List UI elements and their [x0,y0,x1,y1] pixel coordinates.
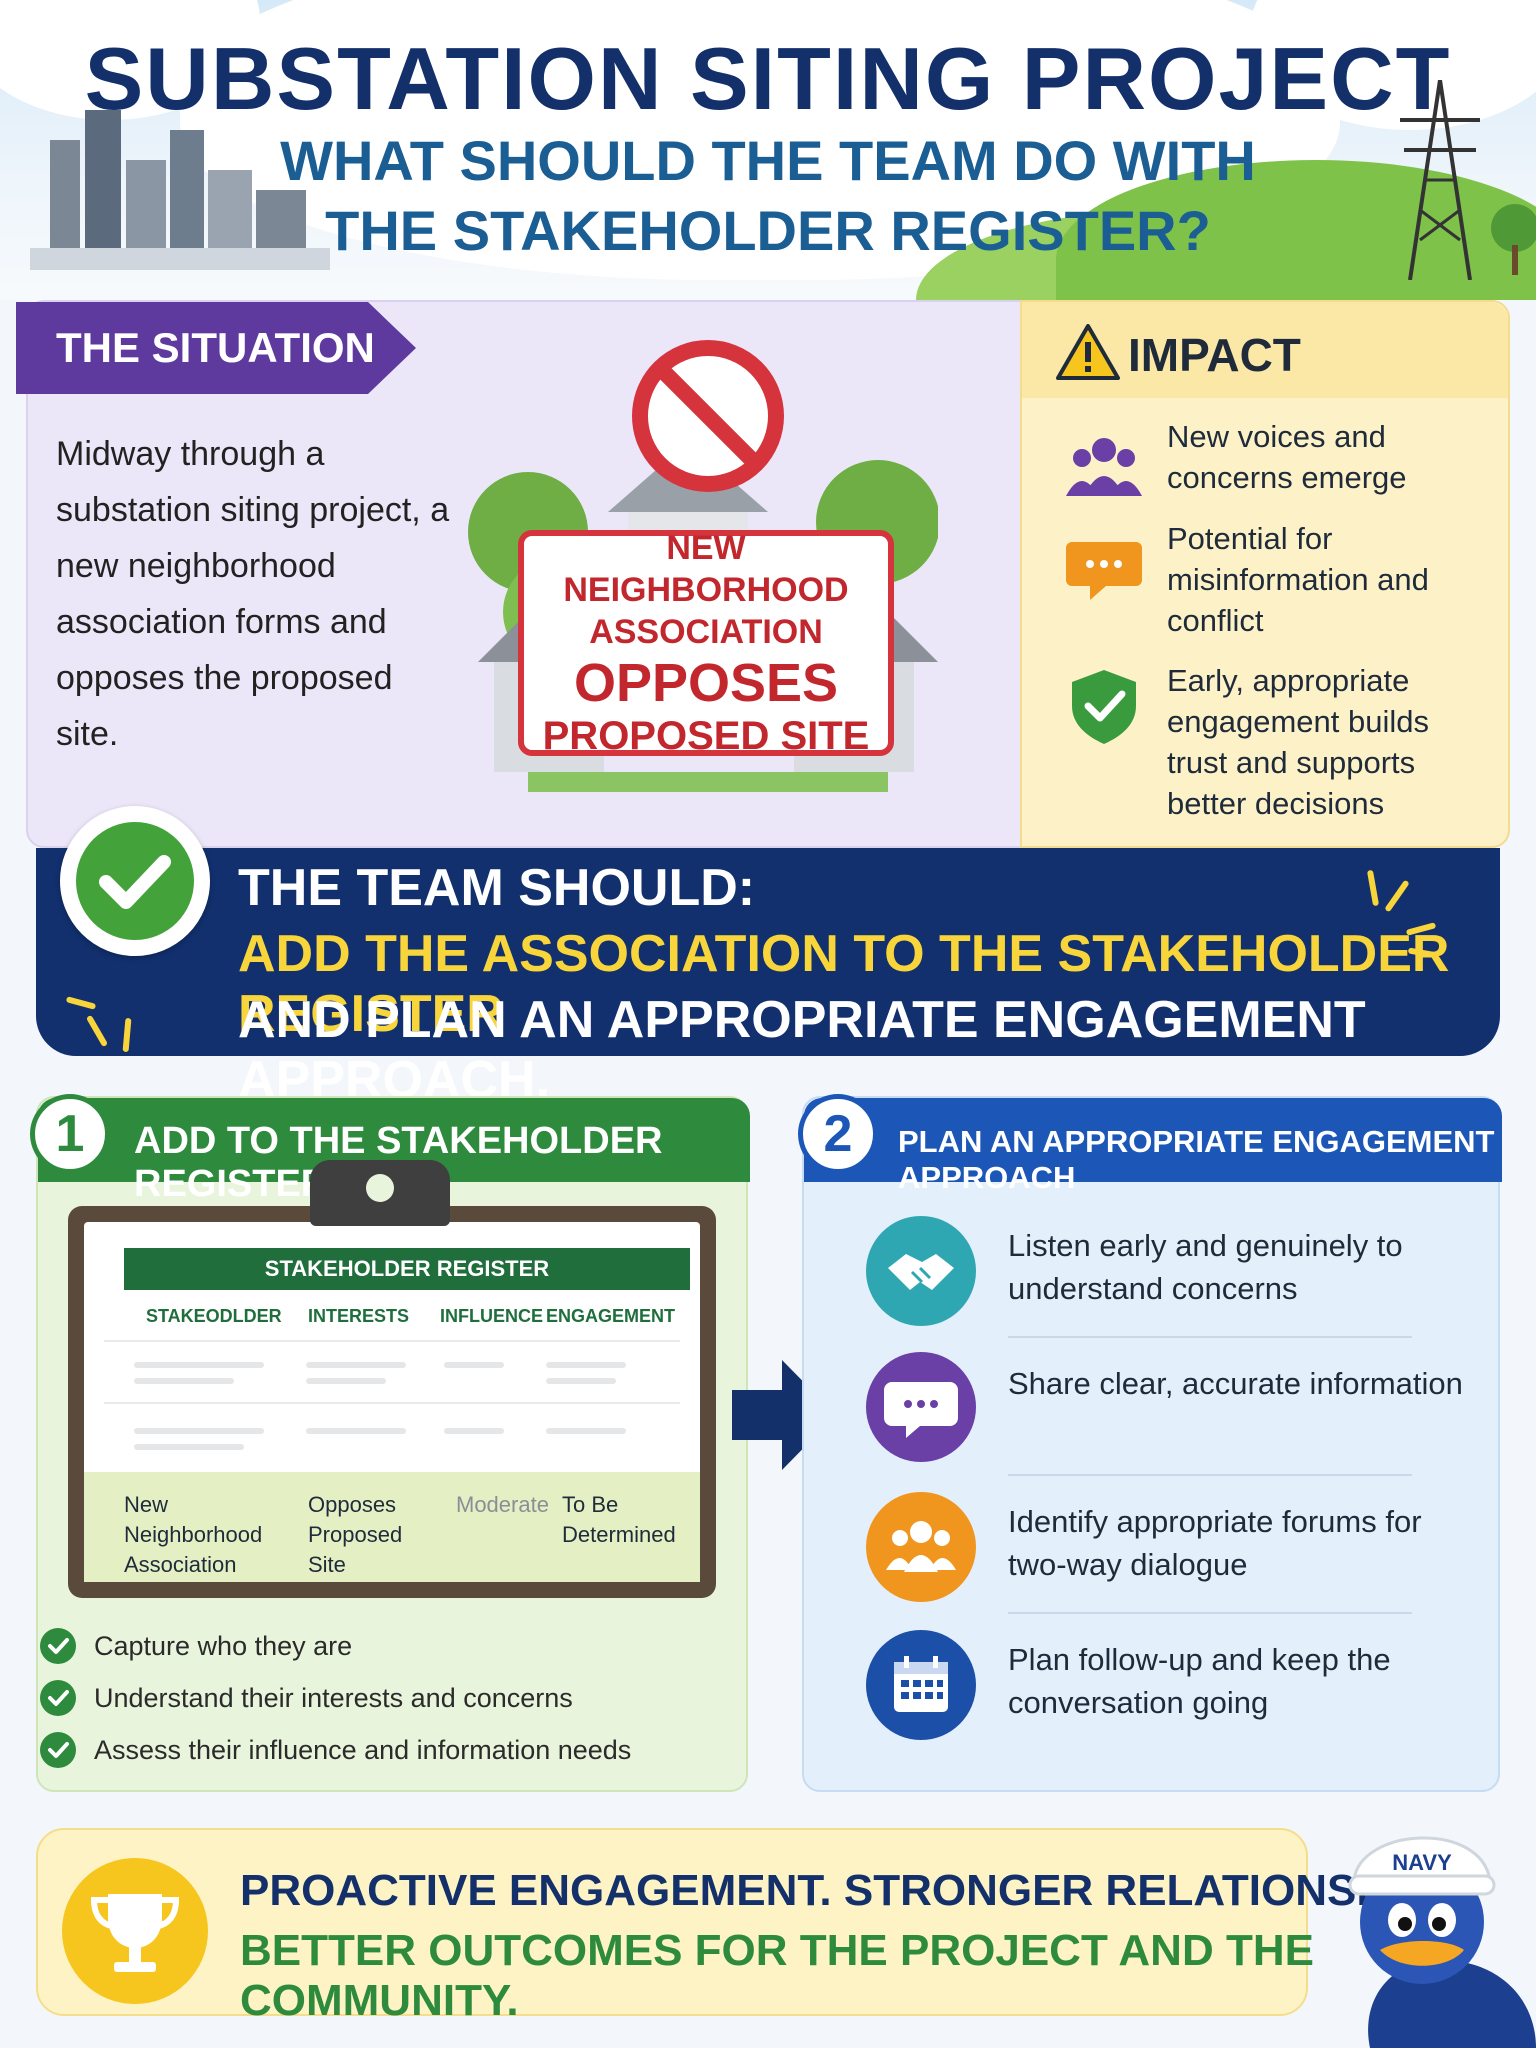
page-subtitle: WHAT SHOULD THE TEAM DO WITH THE STAKEHO… [280,129,1256,262]
handshake-icon [866,1216,976,1326]
trophy-icon [90,1894,180,1972]
footer-line-1: PROACTIVE ENGAGEMENT. STRONGER RELATIONS… [240,1866,1472,1915]
step2-number: 2 [798,1094,878,1174]
register-cell: Moderate [456,1492,549,1517]
check-circle-icon [40,1680,76,1716]
calendar-icon [866,1630,976,1740]
sign-line-1: NEW NEIGHBORHOOD [563,529,849,609]
footer-line-2: BETTER OUTCOMES FOR THE PROJECT AND THE … [240,1926,1314,2025]
impact-item: Potential for misinformation and conflic… [1167,521,1429,638]
impact-title: IMPACT [1128,329,1301,381]
check-item-label: Understand their interests and concerns [94,1683,573,1713]
step2-title: PLAN AN APPROPRIATE ENGAGEMENT APPROACH [898,1124,1495,1195]
situation-panel: THE SITUATION Midway through a substatio… [16,300,1026,848]
mascot-cap-text: NAVY [1392,1850,1452,1875]
sign-line-2: ASSOCIATION [589,613,823,651]
check-circle-icon [40,1628,76,1664]
clipboard: STAKEHOLDER REGISTER STAKEODLDER INTERES… [68,1206,716,1598]
clipboard-clip [310,1160,450,1226]
opposition-sign: NEW NEIGHBORHOOD ASSOCIATION OPPOSES PRO… [518,529,894,758]
register-cell: New Neighborhood Association [124,1492,263,1577]
chat-bubble-icon [866,1352,976,1462]
check-item: Understand their interests and concerns [40,1678,573,1718]
header: SUBSTATION SITING PROJECT WHAT SHOULD TH… [0,0,1536,300]
arrow-right-icon [732,1360,836,1470]
warning-icon [1056,324,1120,380]
tree-icon [1491,204,1536,275]
register-column: INTERESTS [308,1306,410,1326]
power-tower-illustration [1400,80,1480,280]
register-column: STAKEODLDER [146,1306,282,1326]
chat-bubble-icon [1066,542,1142,600]
check-item: Assess their influence and information n… [40,1730,632,1770]
check-circle-icon [40,1732,76,1768]
situation-tag: THE SITUATION [16,302,416,394]
register-paper: STAKEHOLDER REGISTER STAKEODLDER INTERES… [84,1222,700,1582]
team-line-2: ADD THE ASSOCIATION TO THE STAKEHOLDER R… [238,925,1450,1043]
impact-item: New voices and concerns emerge [1167,419,1407,495]
duck-mascot: NAVY [1348,1836,1536,2048]
step2-header [804,1098,1502,1182]
team-line-3: AND PLAN AN APPROPRIATE ENGAGEMENT APPRO… [238,991,1366,1109]
register-column: INFLUENCE [440,1306,543,1326]
step1-title: ADD TO THE STAKEHOLDER REGISTER [134,1120,663,1205]
group-icon [866,1492,976,1602]
register-column: ENGAGEMENT [546,1306,676,1326]
prohibited-icon [632,340,784,492]
team-banner [36,848,1500,1056]
shield-check-icon [1072,670,1136,744]
checkmark-icon [99,855,171,909]
register-cell: Opposes Proposed Site [308,1492,403,1577]
situation-text: Midway through a substation siting proje… [56,435,450,753]
group-icon [1066,438,1142,496]
engagement-item: Share clear, accurate information [1008,1366,1463,1401]
page-title: SUBSTATION SITING PROJECT [84,29,1452,128]
register-title: STAKEHOLDER REGISTER [124,1248,690,1290]
team-line-1: THE TEAM SHOULD: [238,859,756,917]
engagement-item: Plan follow-up and keep the conversation… [1008,1642,1391,1720]
engagement-item: Listen early and genuinely to understand… [1008,1228,1403,1306]
impact-item: Early, appropriate engagement builds tru… [1167,663,1429,821]
trophy-badge [62,1858,208,2004]
footer-banner [36,1828,1308,2016]
register-cell: To Be Determined [562,1492,676,1547]
team-check-badge [60,806,210,956]
check-item-label: Capture who they are [94,1631,353,1661]
step1-number: 1 [30,1094,110,1174]
substation-city-illustration [30,110,330,270]
check-item-label: Assess their influence and information n… [94,1735,632,1765]
check-item: Capture who they are [40,1626,353,1666]
engagement-item: Identify appropriate forums for two-way … [1008,1504,1422,1582]
sign-line-4: PROPOSED SITE [542,714,870,758]
sign-line-3: OPPOSES [573,653,839,713]
register-highlight-row [84,1472,700,1582]
impact-panel: IMPACT New voices and concerns emerge Po… [1020,300,1510,848]
